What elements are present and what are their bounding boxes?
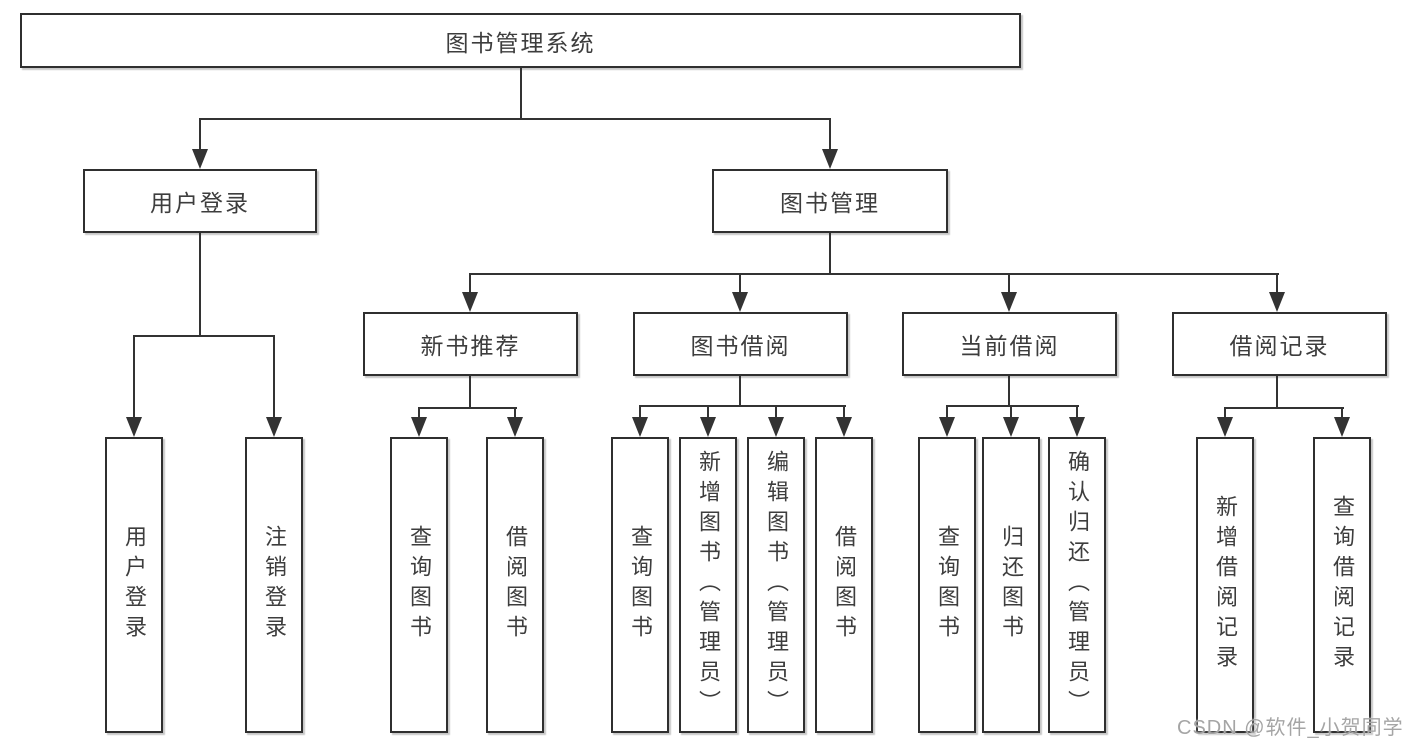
node-leaf-br-add-record: 新增借阅记录: [1196, 437, 1254, 733]
arrow-to-cb-return: [1003, 405, 1019, 437]
node-user-login-label: 用户登录: [150, 190, 250, 216]
connector-root-stem: [520, 68, 522, 120]
node-book-borrowing-label: 图书借阅: [690, 333, 791, 359]
connector-br-bus: [1224, 407, 1344, 409]
node-leaf-cb-confirm-return-label: 确认归还（管理员）: [1065, 450, 1090, 720]
connector-cb-bus: [946, 405, 1079, 407]
arrow-to-current-borrowing: [1001, 273, 1017, 312]
connector-bb-stem: [739, 376, 741, 407]
arrow-to-cb-query: [939, 405, 955, 437]
node-leaf-bb-edit-books: 编辑图书（管理员）: [747, 437, 805, 733]
node-book-management: 图书管理: [712, 169, 948, 233]
node-leaf-br-add-record-label: 新增借阅记录: [1213, 495, 1238, 675]
node-leaf-nb-query-books-label: 查询图书: [407, 525, 432, 645]
node-leaf-bb-add-books-label: 新增图书（管理员）: [696, 450, 721, 720]
connector-br-stem: [1276, 376, 1278, 409]
node-root: 图书管理系统: [20, 13, 1021, 68]
arrow-to-bb-borrow: [836, 405, 852, 437]
arrow-to-nb-borrow: [507, 407, 523, 437]
node-leaf-cb-query-books: 查询图书: [918, 437, 976, 733]
node-leaf-cb-query-books-label: 查询图书: [935, 525, 960, 645]
node-borrowing-records-label: 借阅记录: [1229, 333, 1330, 359]
arrow-to-borrowing-records: [1269, 273, 1285, 312]
node-leaf-nb-query-books: 查询图书: [390, 437, 448, 733]
node-leaf-bb-borrow-books-label: 借阅图书: [832, 525, 857, 645]
arrow-to-br-query: [1334, 407, 1350, 437]
arrow-to-br-add: [1217, 407, 1233, 437]
node-book-management-label: 图书管理: [780, 190, 880, 216]
arrow-to-user-login: [192, 118, 208, 169]
node-leaf-nb-borrow-books-label: 借阅图书: [503, 525, 528, 645]
arrow-to-nb-query: [411, 407, 427, 437]
node-leaf-user-login: 用户登录: [105, 437, 163, 733]
arrow-to-user-login-leaf: [126, 335, 142, 437]
node-leaf-br-query-record-label: 查询借阅记录: [1330, 495, 1355, 675]
node-leaf-cb-return-books-label: 归还图书: [999, 525, 1024, 645]
arrow-to-bb-edit: [768, 405, 784, 437]
connector-nb-stem: [469, 376, 471, 409]
node-leaf-bb-query-books-label: 查询图书: [628, 525, 653, 645]
connector-user-login-stem: [199, 233, 201, 337]
node-leaf-bb-borrow-books: 借阅图书: [815, 437, 873, 733]
node-current-borrowing-label: 当前借阅: [959, 333, 1060, 359]
connector-book-management-bus: [469, 273, 1279, 275]
arrow-to-new-book-recommendation: [462, 273, 478, 312]
connector-bb-bus: [639, 405, 846, 407]
arrow-to-cb-confirm: [1069, 405, 1085, 437]
node-current-borrowing: 当前借阅: [902, 312, 1117, 376]
node-leaf-bb-add-books: 新增图书（管理员）: [679, 437, 737, 733]
connector-book-management-stem: [829, 233, 831, 275]
node-user-login: 用户登录: [83, 169, 317, 233]
connector-root-bus: [199, 118, 831, 120]
node-leaf-cb-confirm-return: 确认归还（管理员）: [1048, 437, 1106, 733]
csdn-watermark: CSDN @软件_小贺同学: [1177, 717, 1404, 739]
node-leaf-bb-query-books: 查询图书: [611, 437, 669, 733]
arrow-to-book-management: [822, 118, 838, 169]
node-borrowing-records: 借阅记录: [1172, 312, 1387, 376]
connector-user-login-bus: [133, 335, 275, 337]
node-leaf-nb-borrow-books: 借阅图书: [486, 437, 544, 733]
arrow-to-book-borrowing: [732, 273, 748, 312]
node-leaf-logout-label: 注销登录: [262, 525, 287, 645]
arrow-to-bb-add: [700, 405, 716, 437]
node-leaf-br-query-record: 查询借阅记录: [1313, 437, 1371, 733]
arrow-to-bb-query: [632, 405, 648, 437]
node-book-borrowing: 图书借阅: [633, 312, 848, 376]
arrow-to-logout-leaf: [266, 335, 282, 437]
node-root-label: 图书管理系统: [445, 29, 596, 56]
node-leaf-bb-edit-books-label: 编辑图书（管理员）: [764, 450, 789, 720]
node-leaf-logout: 注销登录: [245, 437, 303, 733]
node-leaf-user-login-label: 用户登录: [122, 525, 147, 645]
connector-nb-bus: [418, 407, 517, 409]
node-new-book-recommendation: 新书推荐: [363, 312, 578, 376]
node-new-book-recommendation-label: 新书推荐: [420, 333, 521, 359]
connector-cb-stem: [1008, 376, 1010, 407]
node-leaf-cb-return-books: 归还图书: [982, 437, 1040, 733]
